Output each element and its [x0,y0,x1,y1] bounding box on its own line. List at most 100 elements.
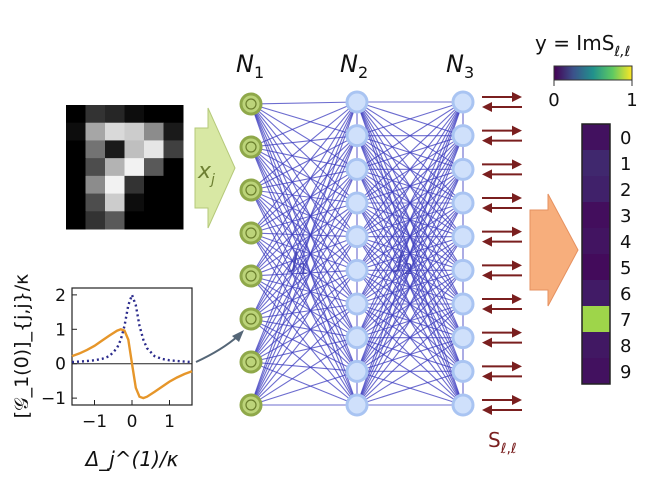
node-l2-7 [345,326,369,350]
edge-l1-1-0 [250,101,358,148]
digit-pixel-4-3 [124,175,145,195]
node-l2-3 [345,191,369,215]
edge-l2-4-0 [356,101,464,238]
digit-pixel-1-3 [124,122,145,141]
edge-l1-7-3 [250,202,358,406]
inset-ytick-label-3: 2 [55,286,66,306]
node-l3-1 [451,124,475,148]
edge-l1-0-7 [250,103,358,338]
digit-pixel-1-4 [144,122,164,141]
digit-pixel-4-5 [163,175,184,195]
edge-l2-9-7 [356,337,464,406]
digit-pixel-3-4 [144,158,164,177]
digit-pixel-3-0 [66,158,86,177]
node-inner-l1-4 [245,270,257,282]
digit-pixel-5-3 [124,193,145,212]
edge-l1-2-9 [250,189,358,406]
node-l3-7 [451,326,475,350]
node-l3-8 [451,359,475,383]
output-class-label-1: 1 [620,154,631,175]
edge-l2-9-8 [356,370,464,406]
output-cell-4 [582,228,610,254]
node-inner-l1-5 [245,313,257,325]
digit-pixel-5-5 [163,193,184,212]
digit-pixel-1-2 [105,122,125,141]
edge-l2-9-0 [356,101,464,406]
inset-xlabel: Δ_j^(1)/κ [84,447,179,471]
output-class-label-8: 8 [620,336,631,357]
output-cell-5 [582,254,610,280]
edge-l2-6-0 [356,101,464,305]
edge-l1-4-2 [250,168,358,277]
node-l1-3 [239,221,263,245]
return-arrow-out-head-8 [512,361,522,372]
digit-pixel-1-5 [163,122,184,141]
edge-l1-7-5 [250,269,358,406]
edge-l1-6-5 [250,269,358,363]
edge-l1-1-7 [250,146,358,338]
return-arrow-in-head-7 [482,337,492,348]
node-inner-l1-3 [245,227,257,239]
digit-pixel-2-2 [105,140,125,159]
digit-pixel-5-1 [85,193,106,212]
digit-pixel-0-3 [124,105,145,124]
node-l1-4 [239,264,263,288]
edge-l1-5-2 [250,169,358,320]
edge-l2-9-3 [356,202,464,406]
digit-pixel-2-1 [85,140,106,159]
node-l2-1 [345,124,369,148]
edge-l1-4-1 [250,135,358,277]
digit-pixel-3-3 [124,158,145,177]
node-l2-9 [345,393,369,417]
edge-l1-0-0 [250,101,358,105]
edge-l2-9-6 [356,303,464,406]
digit-pixel-5-4 [144,193,164,212]
edge-l1-4-5 [250,269,358,277]
edge-l2-9-5 [356,269,464,406]
edge-l1-4-4 [250,236,358,277]
digit-pixel-6-5 [163,211,184,230]
edge-l1-5-0 [250,101,358,320]
edge-l2-1-0 [356,101,464,137]
edge-l1-0-2 [250,103,358,170]
output-class-label-9: 9 [620,362,631,383]
inset-ytick-label-0: −1 [41,389,66,409]
digit-pixel-6-4 [144,211,164,230]
inset-pointer-arrowhead [232,330,244,342]
colorbar-min-label: 0 [548,90,559,111]
digit-pixel-4-0 [66,175,86,195]
network-nodes [239,90,475,417]
digit-pixel-1-1 [85,122,106,141]
return-arrow-out-head-3 [512,193,522,203]
node-l3-0 [451,90,475,114]
digit-pixel-5-2 [105,193,125,212]
edge-l2-8-0 [356,101,464,372]
input-digit-image [66,105,184,230]
output-arrow [529,193,579,307]
digit-pixel-0-2 [105,105,125,124]
colorbar: y = ImSℓ,ℓ 0 1 [535,31,638,111]
output-cell-8 [582,332,610,358]
inset-xtick-label-1: 0 [127,412,138,432]
layer-label-n1: N1 [236,50,264,82]
output-cell-6 [582,280,610,306]
edge-l1-6-2 [250,169,358,363]
colorbar-label-text: y = ImSℓ,ℓ [535,31,630,60]
colorbar-gradient [553,65,633,81]
edge-l2-9-4 [356,236,464,406]
colorbar-max-label: 1 [626,90,637,111]
output-cell-7 [582,306,610,332]
edge-l2-2-0 [356,101,464,170]
edge-l1-2-0 [250,101,358,191]
node-l3-4 [451,225,475,249]
return-arrow-out-head-6 [512,294,522,304]
edge-l1-6-0 [250,101,358,363]
edge-l1-5-1 [250,135,358,320]
digit-pixel-0-5 [163,105,184,124]
edge-l1-5-7 [250,318,358,339]
edge-l2-7-0 [356,101,464,338]
digit-pixel-3-2 [105,158,125,177]
output-class-label-2: 2 [620,180,631,201]
